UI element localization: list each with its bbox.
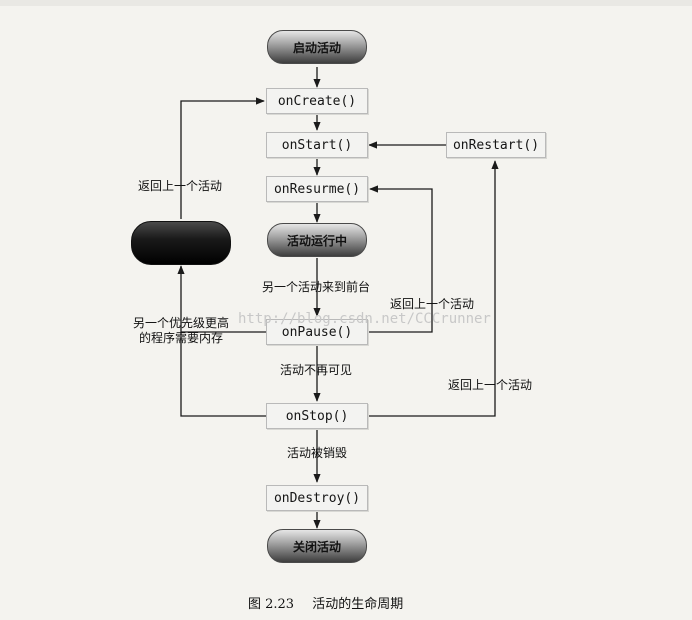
arrow-stop-to-killed	[177, 265, 266, 417]
shut-down-activity-node: 关闭活动	[267, 529, 367, 563]
label-back-from-stop: 返回上一个活动	[448, 378, 533, 392]
label-destroyed: 活动被销毁	[287, 446, 348, 460]
label-back-to-create: 返回上一个活动	[138, 179, 223, 193]
onrestart-box: onRestart()	[446, 132, 546, 158]
top-divider	[0, 0, 692, 6]
figure-caption: 图 2.23 活动的生命周期	[248, 593, 403, 612]
figure-number: 图 2.23	[248, 597, 295, 612]
label-killed-line1: 另一个优先级更高	[132, 316, 229, 330]
figure-title: 活动的生命周期	[312, 597, 404, 612]
label-higher-priority-needs-memory: 另一个优先级更高 的程序需要内存	[121, 316, 241, 346]
process-killed-node	[131, 221, 231, 265]
onstart-box: onStart()	[266, 132, 368, 158]
arrow-stop-to-restart	[368, 160, 499, 417]
onstop-box: onStop()	[266, 403, 368, 429]
oncreate-box: onCreate()	[266, 88, 368, 114]
watermark-url: http://blog.csdn.net/CCCrunner	[238, 311, 491, 327]
onpause-box: onPause()	[266, 319, 368, 345]
label-killed-line2: 的程序需要内存	[138, 331, 223, 345]
label-back-from-pause: 返回上一个活动	[390, 297, 475, 311]
arrow-killed-to-create	[180, 97, 265, 219]
label-to-foreground: 另一个活动来到前台	[262, 280, 371, 294]
start-activity-node: 启动活动	[267, 30, 367, 64]
arrow-pause-to-resume	[368, 185, 433, 333]
ondestroy-box: onDestroy()	[266, 485, 368, 511]
activity-running-node: 活动运行中	[267, 223, 367, 257]
onresume-box: onResurme()	[266, 176, 368, 202]
label-not-visible: 活动不再可见	[280, 363, 353, 377]
